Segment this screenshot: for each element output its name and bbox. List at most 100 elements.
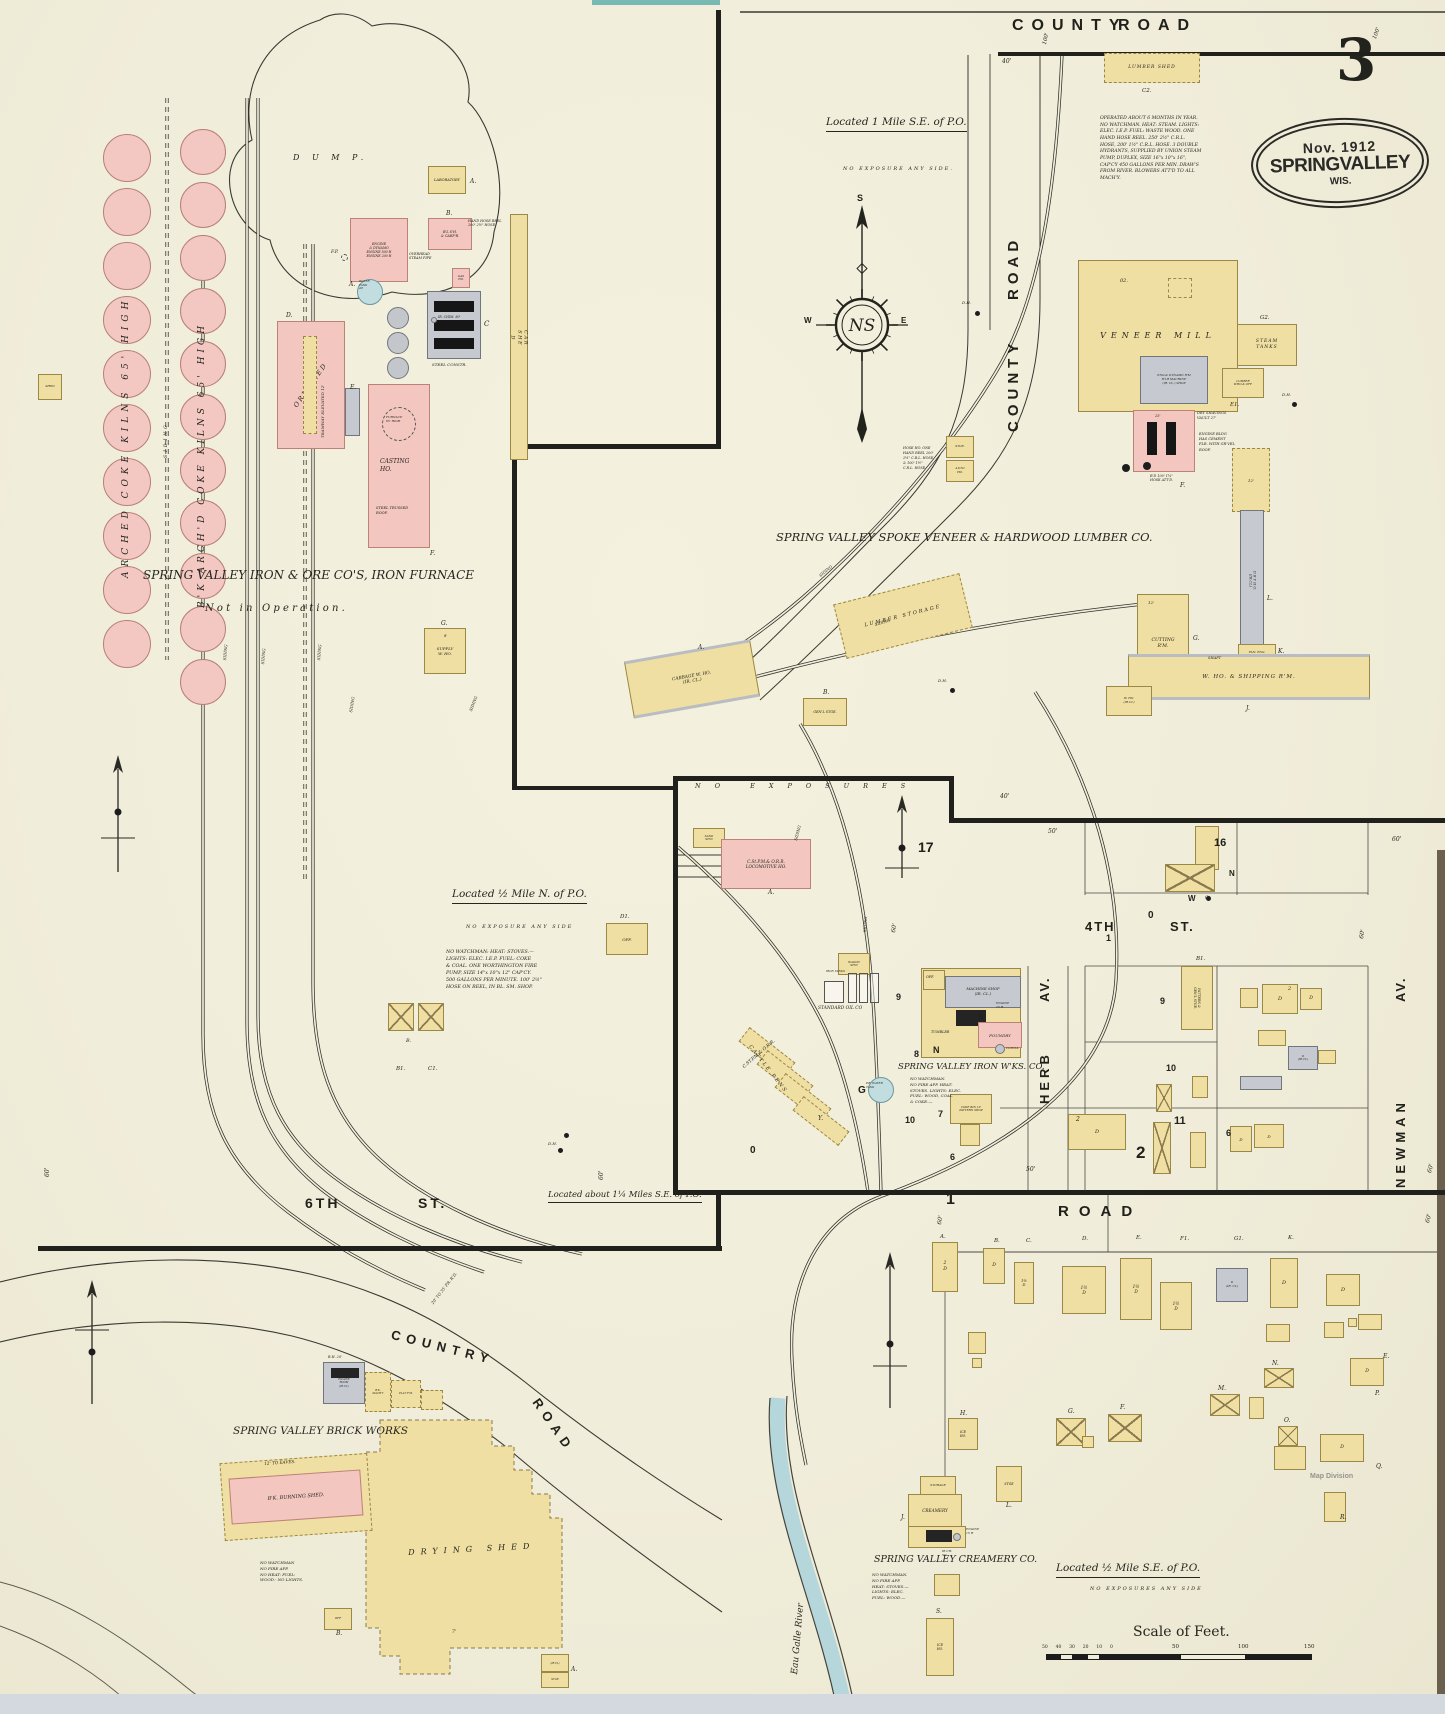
scale-number: 100 [1238,1644,1249,1650]
map-label: N o t i n O p e r a t i o n . [205,603,345,614]
map-label: A. [470,178,477,185]
map-label: 6 [950,1152,956,1162]
scale-segment [1246,1654,1312,1660]
map-label: 40' [1000,793,1010,800]
building [859,973,868,1003]
building-label: STORAGE [930,1483,946,1488]
map-path [768,1397,839,1714]
map-circle [387,332,409,354]
building: GAS HO. [452,268,470,288]
map-label: B. [994,1238,1000,1244]
building [972,1358,982,1368]
note-block: HOSE HO. ONE HAND REEL 200' 2½" C.R.L. H… [903,446,934,470]
scale-number: 30 [1069,1645,1075,1650]
building-label: C.St.P.M.& O.R.R. LOCOMOTIVE HO. [745,858,787,869]
boiler-bar [434,338,474,350]
map-label: ENGINE 15 H [996,1001,1010,1009]
building-label: ENGINE ROOM (IR.CL) [338,1378,350,1388]
building-label: GAS HO. [457,273,465,281]
building: AUTO HO. [946,460,974,482]
map-label: 0 [750,1145,756,1156]
stamp-state: WIS. [1329,175,1352,188]
charcoal-kiln [103,458,151,506]
map-label: Q. [1376,1463,1383,1470]
map-label: 1 [1106,933,1112,943]
building-label: CUTTING R'M. [1151,638,1175,649]
map-label: G1. [1234,1236,1244,1242]
charcoal-kiln [180,288,226,334]
building: WAGON SH'D [838,953,870,975]
building-label: PLAT F'M. [399,1392,413,1396]
map-label: P. [1375,1390,1380,1397]
building-label: ENGINE & DYNAMO ENGINE 500 H ENGINE 200 … [366,242,392,258]
building-label: PATTERN & GEN'L STGE. [1193,987,1201,1009]
building: D [1230,1126,1252,1152]
district-border [998,52,1445,56]
map-label: 50' [1048,828,1058,835]
map-label: 25' [1155,414,1161,418]
map-path [0,1259,723,1521]
building [421,1390,443,1410]
map-label: DRY SHAVINGS VAULT 27' [1197,411,1227,420]
building: 1½ D [1014,1262,1034,1304]
map-label: TUMBLER [931,1030,950,1034]
building-label: B'K. BURNING SHED. [267,1491,325,1502]
map-circle [868,1077,894,1103]
map-label: COUNTY [1005,338,1022,432]
building [926,1530,952,1542]
building-label: SUPPLY W. HO. [436,646,454,656]
map-circle [995,1044,1005,1054]
building-label: D [992,1263,996,1269]
map-label: J. [901,1514,905,1521]
map-label: G. [441,620,448,627]
map-label: C. [1205,896,1210,901]
charcoal-kiln [180,659,226,705]
building: D [1262,984,1298,1014]
building-label: COKE BIN 10' PATTERN SHOP [959,1104,983,1112]
north-arrow-head [885,1252,895,1270]
building [1249,1397,1264,1419]
district-border [949,776,954,822]
building: D [1350,1358,1384,1386]
map-label: F. [430,550,436,557]
building-label: B'K. MACH'Y [372,1388,384,1395]
map-label: F. [1120,1404,1126,1411]
north-arrow-dot [886,1340,894,1348]
scale-segment [1073,1654,1087,1660]
map-label: SHAFT [1208,656,1222,660]
building [1165,864,1215,892]
building-label: STGE [551,1678,559,1682]
note-block: ENGINE BLDG HAS CEMENT FLR. WITH GR'VEL … [1199,432,1235,452]
hydrant-dot [563,1132,569,1138]
building: 2 D [932,1242,958,1292]
map-label: D U M P. [293,153,369,162]
charcoal-kiln [180,341,226,387]
map-label: G2. [1260,315,1270,321]
map-label: SPRING VALLEY IRON W'KS. CO. [898,1062,1045,1072]
map-label: L. [1267,595,1273,602]
building [1240,1076,1282,1090]
building: SHED [38,374,62,400]
map-path [759,55,1041,701]
scale-title: Scale of Feet. [1133,1624,1230,1640]
compass-spike [849,348,853,354]
map-label: ARCHED COKE KILNS 65' HIGH [121,296,131,578]
map-label: E [901,316,907,325]
scale-segment [1086,1654,1101,1660]
map-label: N [1229,869,1235,878]
building-label: LABORATORY [433,177,461,182]
compass-spike [835,298,845,308]
building: ICE HO. [926,1618,954,1676]
building-label: SHED [45,384,55,389]
charcoal-kiln [103,512,151,560]
charcoal-kiln [180,500,226,546]
building [1192,1076,1208,1098]
map-label: NO EXPOSURE ANY SIDE [466,924,574,930]
map-label: W [1188,894,1196,903]
map-label: F1. [1180,1236,1190,1242]
building: D [1300,988,1322,1010]
district-border [949,818,1445,823]
map-path [721,55,969,686]
map-label: A. [698,644,705,651]
